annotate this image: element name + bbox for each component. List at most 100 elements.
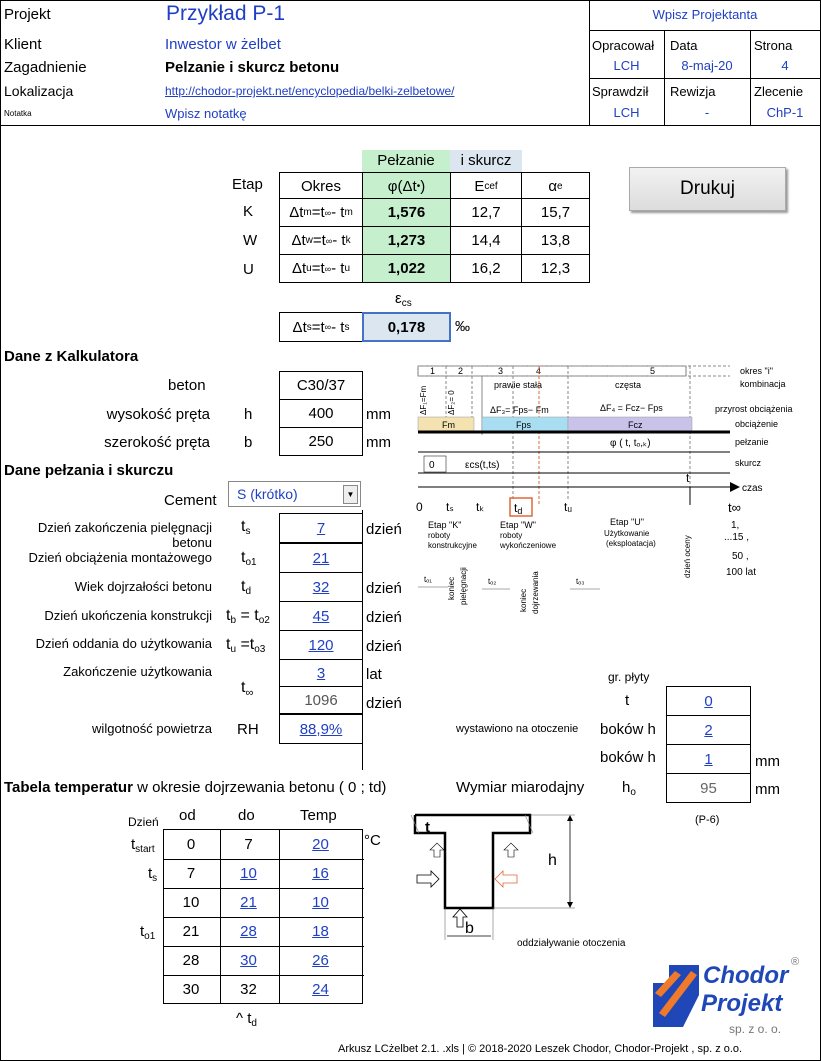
bokow-h-label: boków h (600, 721, 656, 738)
zakonczenie-value[interactable]: 3 (279, 659, 363, 687)
svg-text:2: 2 (458, 366, 463, 376)
svg-text:0: 0 (416, 500, 423, 514)
rh-label: wilgotność powietrza (92, 721, 212, 736)
svg-text:tₖ: tₖ (476, 500, 484, 514)
tb-value[interactable]: 45 (279, 601, 363, 631)
phi-k: 1,576 (362, 198, 451, 227)
temp-val-1[interactable]: 16 (312, 865, 329, 882)
temp-od-0: 0 (186, 836, 196, 853)
header: Projekt Przykład P-1 Klient Inwestor w ż… (0, 0, 821, 126)
notatka-value[interactable]: Wpisz notatkę (165, 106, 247, 121)
kalkulator-title: Dane z Kalkulatora (4, 348, 139, 365)
opracowal-value[interactable]: LCH (613, 58, 640, 73)
ho-sym: ho (622, 779, 636, 798)
temp-header: Temp (300, 807, 337, 824)
temp-val-5[interactable]: 24 (312, 981, 329, 998)
footer-text: Arkusz LCżelbet 2.1. .xls | © 2018-2020 … (338, 1043, 743, 1055)
klient-value[interactable]: Inwestor w żelbet (165, 36, 281, 53)
svg-text:50 ,: 50 , (732, 551, 749, 562)
tstart-tag: tstart (131, 836, 155, 855)
czesta-label: częsta (615, 380, 641, 390)
tu-value[interactable]: 120 (279, 630, 363, 660)
strona-value[interactable]: 4 (781, 58, 789, 73)
svg-text:b: b (465, 920, 474, 937)
dropdown-arrow-icon[interactable]: ▼ (343, 485, 358, 504)
logo-line3: sp. z o. o. (729, 1022, 782, 1036)
temp-do-5: 32 (240, 981, 257, 998)
rh-value[interactable]: 88,9% (279, 714, 363, 744)
temp-val-4[interactable]: 26 (312, 952, 329, 969)
svg-text:ΔF₂= 0: ΔF₂= 0 (447, 390, 456, 415)
przyrost-label: przyrost obciążenia (715, 404, 793, 414)
data-value[interactable]: 8-maj-20 (681, 58, 733, 73)
mm2-unit: mm (755, 781, 780, 798)
pelzanie-title: Dane pełzania i skurczu (4, 462, 174, 479)
zlecenie-value[interactable]: ChP-1 (766, 105, 804, 120)
cement-label: Cement (164, 492, 217, 509)
t-label: t (625, 692, 630, 709)
projektant-value[interactable]: Wpisz Projektanta (652, 7, 758, 22)
temp-do-2[interactable]: 21 (240, 894, 257, 911)
projekt-value[interactable]: Przykład P-1 (166, 2, 286, 25)
temp-do-1[interactable]: 10 (240, 865, 257, 882)
td-value[interactable]: 32 (279, 572, 363, 602)
to1-value[interactable]: 21 (279, 543, 363, 573)
svg-text:t: t (425, 819, 430, 836)
temp-title: Tabela temperatur w okresie dojrzewania … (4, 779, 387, 796)
temp-val-3[interactable]: 18 (312, 923, 329, 940)
temp-unit: °C (364, 832, 381, 849)
strona-label: Strona (754, 38, 793, 53)
print-button-label: Drukuj (680, 178, 735, 199)
cement-select[interactable]: S (krótko) ▼ (228, 481, 361, 507)
temp-val-0[interactable]: 20 (312, 836, 329, 853)
svg-text:t: t (686, 471, 690, 485)
temp-od-5: 30 (182, 981, 200, 998)
registered-icon: ® (791, 956, 800, 968)
td-footer: ^ td (236, 1010, 257, 1029)
to1-sym: to1 (241, 549, 257, 568)
zagadnienie-value[interactable]: Pelzanie i skurcz betonu (165, 59, 340, 76)
phi-u: 1,022 (362, 254, 451, 283)
tu-unit: dzień (366, 638, 402, 655)
b-sym: b (244, 434, 253, 451)
temp-val-2[interactable]: 10 (312, 894, 329, 911)
svg-text:tₒ₂: tₒ₂ (488, 577, 496, 586)
oddzialywanie-label: oddziaływanie otoczenia (517, 938, 626, 949)
logo-line2: Projekt (701, 990, 783, 1017)
sprawdzil-value[interactable]: LCH (613, 105, 640, 120)
skurcz-label: skurcz (735, 458, 762, 468)
alpha-k: 15,7 (521, 198, 590, 227)
bokow-h2-value[interactable]: 1 (666, 744, 751, 774)
svg-text:Fps: Fps (516, 420, 532, 430)
lokalizacja-link[interactable]: http://chodor-projekt.net/encyclopedia/b… (165, 84, 455, 98)
b-value: 250 (279, 427, 363, 456)
etap-u: U (243, 261, 254, 278)
bokow-h-value[interactable]: 2 (666, 715, 751, 745)
projekt-label: Projekt (4, 6, 51, 23)
beton-value: C30/37 (279, 371, 363, 400)
b-unit: mm (366, 434, 391, 451)
ts-value[interactable]: 7 (279, 513, 363, 543)
svg-text:ΔF₃= Fps− Fm: ΔF₃= Fps− Fm (490, 405, 549, 415)
temp-do-3[interactable]: 28 (240, 923, 257, 940)
pelzanie-header: Pełzanie (362, 150, 450, 172)
svg-text:koniec: koniec (447, 577, 456, 600)
klient-label: Klient (4, 36, 42, 53)
svg-text:pielęgnacji: pielęgnacji (459, 567, 468, 605)
t-value[interactable]: 0 (666, 686, 751, 716)
temp-do-4[interactable]: 30 (240, 952, 257, 969)
ecef-w: 14,4 (450, 226, 522, 255)
phi-w: 1,273 (362, 226, 451, 255)
etap-u-label: Etap "U" (610, 517, 644, 527)
rh-sym: RH (237, 721, 259, 738)
zakonczenie-days: 1096 (279, 686, 363, 714)
mm1-unit: mm (755, 753, 780, 770)
svg-text:Fcz: Fcz (628, 420, 643, 430)
print-button[interactable]: Drukuj (629, 167, 786, 211)
rewizja-value[interactable]: - (704, 105, 710, 120)
gr-plyty-label: gr. płyty (608, 670, 650, 684)
kombinacja-label: kombinacja (740, 379, 786, 389)
ts-sym: ts (241, 518, 251, 537)
tu-label: Dzień oddania do użytkowania (35, 636, 212, 651)
